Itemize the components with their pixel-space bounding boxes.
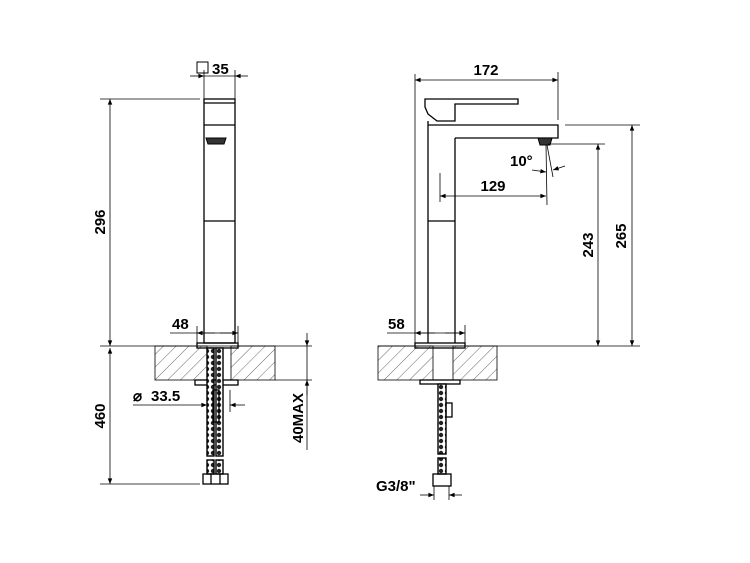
dimension-connection-g3-8: G3/8" (376, 478, 462, 500)
dim-label-296: 296 (92, 209, 109, 234)
countertop-section-right (230, 345, 276, 381)
dim-label-129: 129 (480, 178, 505, 195)
dim-label-g3-8: G3/8" (376, 478, 416, 495)
dimension-base-48: 48 (170, 316, 239, 343)
dimension-hole-33-5: ⌀ 33.5 (133, 388, 245, 412)
dimension-reach-129: 129 (439, 144, 548, 206)
side-view: 172 265 243 129 10° (376, 62, 640, 500)
faucet-body-side (414, 98, 559, 385)
dim-label-460: 460 (92, 403, 109, 428)
dimension-angle-10: 10° (510, 144, 566, 178)
front-view: 35 296 460 48 (92, 61, 312, 485)
diameter-symbol: ⌀ (133, 388, 142, 405)
dimension-height-296: 296 (92, 98, 200, 347)
flexible-hose-side (432, 383, 453, 487)
flexible-hoses-front (202, 347, 229, 485)
dim-label-35: 35 (212, 61, 229, 78)
square-symbol-icon (196, 61, 209, 74)
dimension-top-square: 35 (190, 61, 248, 99)
dim-label-40max: 40MAX (290, 393, 307, 443)
dim-label-172: 172 (473, 62, 498, 79)
dim-label-243: 243 (580, 232, 597, 257)
countertop-section-left (154, 345, 208, 381)
dim-label-265: 265 (613, 223, 630, 248)
dim-label-58: 58 (388, 316, 405, 333)
dimension-height-265: 265 (565, 124, 640, 347)
dimension-hose-460: 460 (92, 347, 200, 485)
dim-label-10-degrees: 10° (510, 153, 533, 170)
faucet-body-front (194, 98, 239, 386)
dim-label-33-5: 33.5 (151, 388, 180, 405)
dimension-height-243: 243 (548, 143, 605, 347)
dimension-depth-172: 172 (414, 62, 559, 343)
countertop-section-left (377, 345, 434, 381)
countertop-section-right (452, 345, 498, 381)
dimension-base-58: 58 (387, 316, 466, 343)
dim-label-48: 48 (172, 316, 189, 333)
dimension-40max: 40MAX (290, 333, 310, 450)
